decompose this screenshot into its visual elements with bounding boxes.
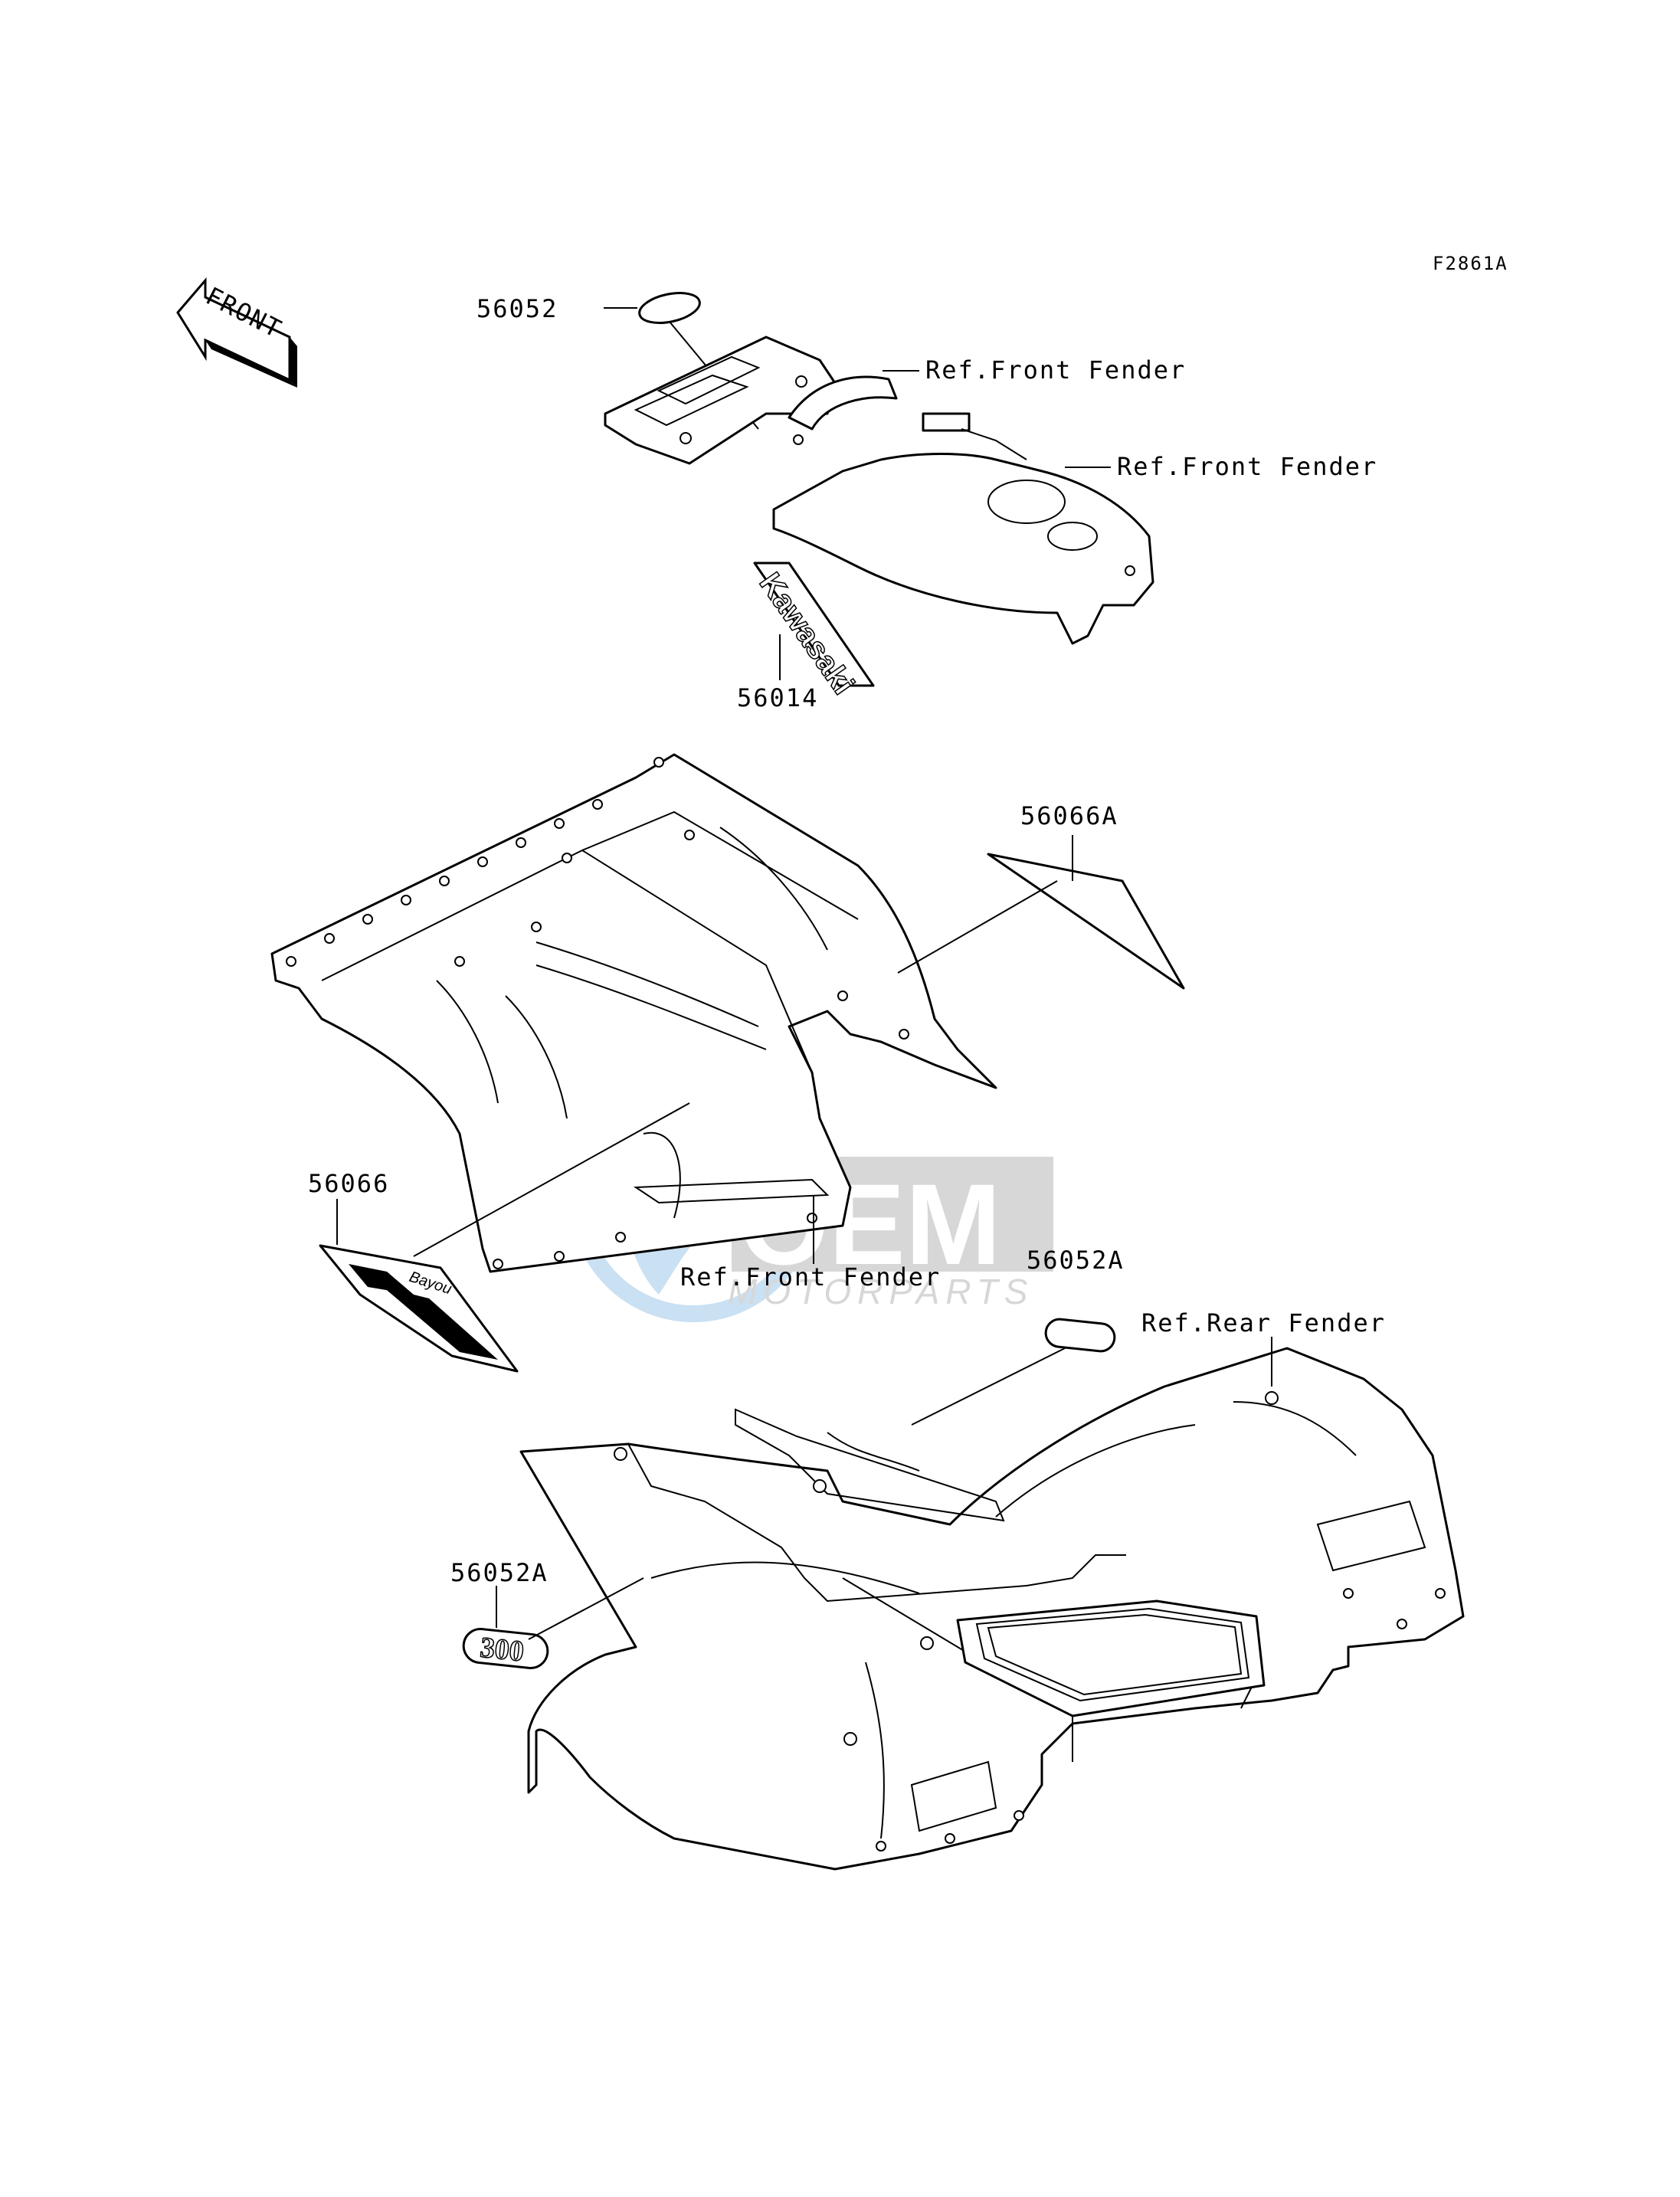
front-fender-body (270, 753, 997, 1273)
label-ref-front-fender-1: Ref.Front Fender (925, 355, 1186, 385)
label-56052: 56052 (476, 294, 558, 323)
decal-56066-bayou: Bayou (319, 1244, 519, 1373)
decal-56052A-lower-300: 300 (462, 1628, 549, 1669)
decal-56066A (987, 853, 1185, 990)
decal-56052 (638, 292, 701, 324)
rear-fender-body (519, 1347, 1465, 1871)
watermark-sub: MOTORPARTS (728, 1272, 1033, 1311)
front-direction-arrow-icon: FRONT (176, 277, 297, 388)
figure-id: F2861A (1433, 253, 1508, 274)
label-56066A: 56066A (1020, 801, 1118, 830)
label-56052A-upper: 56052A (1027, 1246, 1125, 1275)
label-56066: 56066 (308, 1169, 389, 1198)
label-56052A-lower: 56052A (450, 1558, 549, 1587)
front-fender-top-panel (604, 336, 898, 465)
label-ref-front-fender-3: Ref.Front Fender (680, 1262, 941, 1292)
label-56014: 56014 (737, 683, 818, 712)
decal-56052A-upper (1044, 1318, 1116, 1353)
model-300-decal-text: 300 (479, 1632, 526, 1668)
decal-56014-kawasaki: Kawasaki (752, 562, 875, 701)
front-fender-center-cover (772, 412, 1154, 645)
label-ref-front-fender-2: Ref.Front Fender (1117, 452, 1377, 481)
label-ref-rear-fender: Ref.Rear Fender (1141, 1308, 1386, 1338)
